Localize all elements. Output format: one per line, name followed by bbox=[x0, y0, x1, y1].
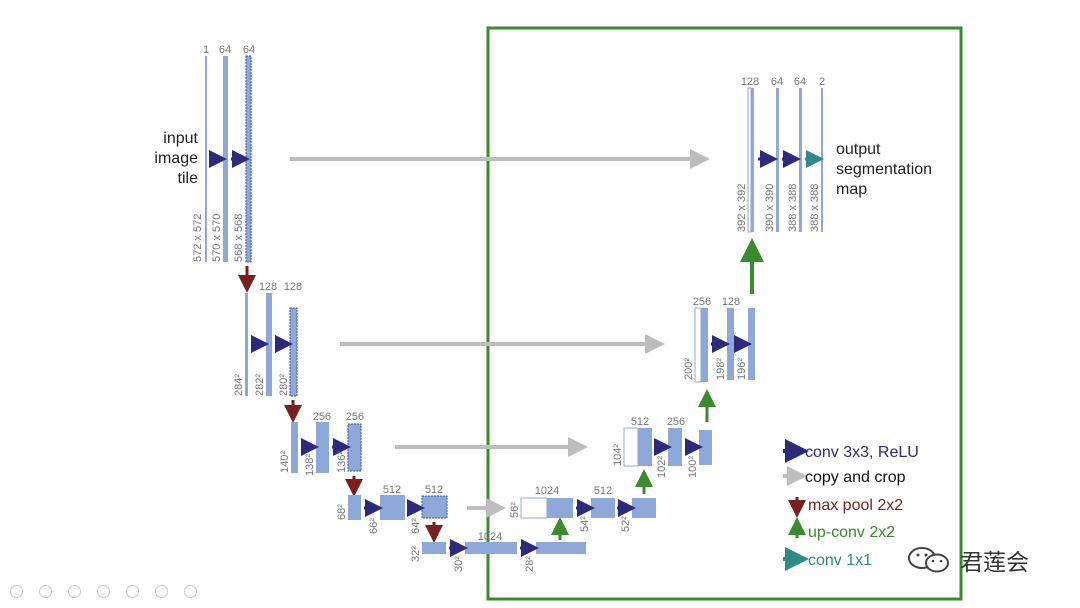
prev-slide-icon[interactable] bbox=[10, 585, 23, 598]
size-l4-3: 64² bbox=[410, 518, 422, 534]
wechat-logo-icon bbox=[908, 547, 949, 573]
copy-crop-arrows bbox=[290, 149, 710, 518]
level3-blocks bbox=[291, 422, 362, 473]
subtitles-icon[interactable] bbox=[155, 585, 168, 598]
watermark-text: 君莲会 bbox=[960, 550, 1029, 576]
channel-l4-1: 512 bbox=[383, 484, 401, 496]
channel-l4-2: 512 bbox=[425, 484, 443, 496]
output-label-line3: map bbox=[836, 181, 867, 198]
legend-text-upconv: up-conv 2x2 bbox=[808, 524, 895, 541]
channel-l1-2: 64 bbox=[219, 44, 231, 56]
size-l3-1: 140² bbox=[279, 451, 291, 473]
channel-u1-3: 64 bbox=[794, 76, 806, 88]
channel-l3-1: 256 bbox=[313, 411, 331, 423]
size-u1-3: 388 x 388 bbox=[787, 184, 799, 232]
size-u4-2: 54² bbox=[579, 516, 591, 532]
size-u3-2: 102² bbox=[656, 456, 668, 478]
up4-blocks bbox=[520, 497, 656, 519]
size-u2-3: 196² bbox=[736, 358, 748, 380]
size-u1-4: 388 x 388 bbox=[809, 184, 821, 232]
next-slide-icon[interactable] bbox=[39, 585, 52, 598]
size-l4-2: 66² bbox=[368, 518, 380, 534]
level4-blocks bbox=[348, 495, 448, 520]
size-u2-2: 198² bbox=[715, 358, 727, 380]
size-u2-1: 200² bbox=[683, 358, 695, 380]
channel-l5-1: 1024 bbox=[478, 531, 502, 543]
input-label-line2: image bbox=[154, 150, 198, 167]
size-l5-1: 32² bbox=[410, 546, 422, 562]
input-label-line3: tile bbox=[178, 170, 199, 187]
pen-icon[interactable] bbox=[68, 585, 81, 598]
channel-u2-2: 128 bbox=[722, 296, 740, 308]
zoom-icon[interactable] bbox=[126, 585, 139, 598]
size-u1-1: 392 x 392 bbox=[736, 184, 748, 232]
channel-u3-2: 256 bbox=[667, 416, 685, 428]
legend-text-copy: copy and crop bbox=[805, 469, 906, 486]
size-l3-2: 138² bbox=[304, 454, 316, 476]
channel-u4-1: 1024 bbox=[535, 485, 559, 497]
size-l1-3: 568 x 568 bbox=[233, 214, 245, 262]
channel-l2-1: 128 bbox=[259, 281, 277, 293]
block-l1-2 bbox=[223, 56, 228, 262]
channel-u1-4: 2 bbox=[819, 76, 825, 88]
size-l2-1: 284² bbox=[233, 374, 245, 396]
slides-icon[interactable] bbox=[97, 585, 110, 598]
more-options-icon[interactable] bbox=[184, 585, 197, 598]
channel-l1-1: 1 bbox=[203, 44, 209, 56]
expansive-path-highlight-box bbox=[486, 26, 963, 601]
channel-l3-2: 256 bbox=[346, 411, 364, 423]
output-label-line2: segmentation bbox=[836, 161, 932, 178]
block-l1-1 bbox=[205, 56, 207, 262]
channel-l2-2: 128 bbox=[284, 281, 302, 293]
size-l3-3: 136² bbox=[336, 451, 348, 473]
size-l4-1: 68² bbox=[336, 504, 348, 520]
legend-text-conv1x1: conv 1x1 bbox=[808, 552, 872, 569]
legend-text-conv: conv 3x3, ReLU bbox=[805, 444, 919, 461]
size-u1-2: 390 x 390 bbox=[764, 184, 776, 232]
channel-u1-1: 128 bbox=[741, 76, 759, 88]
channel-u2-1: 256 bbox=[693, 296, 711, 308]
watermark: 君莲会 bbox=[906, 540, 1056, 580]
input-label-line1: input bbox=[163, 130, 198, 147]
legend: conv 3x3, ReLU copy and crop max pool 2x… bbox=[783, 439, 919, 571]
size-l2-3: 280² bbox=[278, 374, 290, 396]
channel-u1-2: 64 bbox=[771, 76, 783, 88]
level5-blocks bbox=[422, 542, 586, 554]
size-l5-2: 30² bbox=[453, 556, 465, 572]
channel-l1-3: 64 bbox=[243, 44, 255, 56]
channel-u4-2: 512 bbox=[594, 485, 612, 497]
size-u4-3: 52² bbox=[620, 516, 632, 532]
channel-u3-1: 512 bbox=[631, 416, 649, 428]
presentation-toolbar bbox=[10, 585, 197, 598]
output-label-line1: output bbox=[836, 141, 881, 158]
block-l1-3 bbox=[245, 55, 252, 263]
size-u4-1: 56² bbox=[509, 502, 521, 518]
size-u3-1: 104² bbox=[612, 444, 624, 466]
size-l1-2: 570 x 570 bbox=[211, 214, 223, 262]
size-l1-1: 572 x 572 bbox=[192, 214, 204, 262]
legend-text-pool: max pool 2x2 bbox=[808, 497, 903, 514]
size-l2-2: 282² bbox=[254, 374, 266, 396]
size-l5-3: 28² bbox=[524, 556, 536, 572]
size-u3-3: 100² bbox=[687, 456, 699, 478]
